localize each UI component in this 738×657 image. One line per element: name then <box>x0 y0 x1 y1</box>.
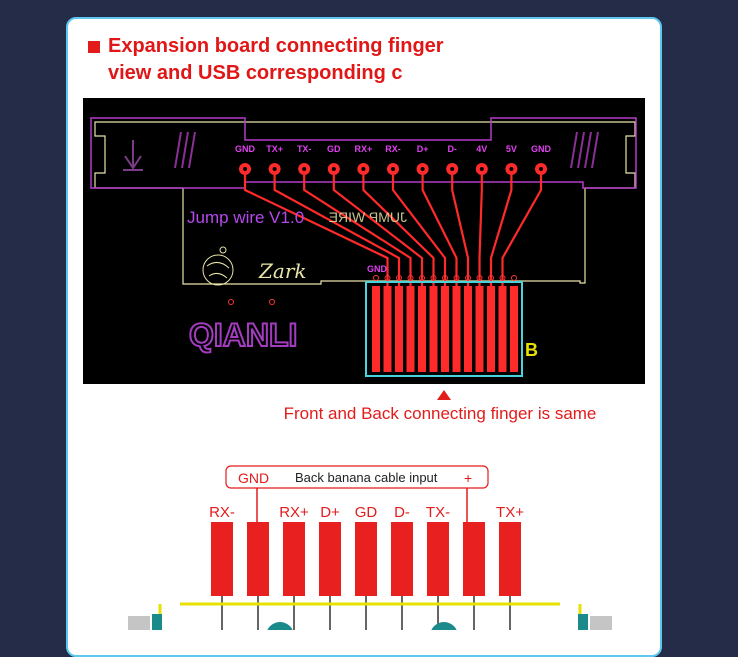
pad-label: 5V <box>506 144 517 154</box>
pad-label: GND <box>235 144 256 154</box>
pcb-view: GND TX+ TX- GD RX+ RX- D+ D- 4V 5V GND Jump wire V… <box>83 98 645 384</box>
connector-finger <box>452 286 461 372</box>
trace <box>501 175 543 286</box>
trace <box>489 175 513 286</box>
version-text: Jump wire V1.0 <box>187 208 304 227</box>
connector-finger <box>406 286 415 372</box>
connector-finger <box>510 286 518 372</box>
pin-label: TX- <box>426 504 450 521</box>
pin-block <box>499 522 521 596</box>
trace <box>273 175 401 286</box>
signature-text: Zark <box>258 259 307 283</box>
pin-label: RX+ <box>279 504 309 521</box>
pad-label: GND <box>531 144 552 154</box>
pin-diagram: GND Back banana cable input + RX- RX+ D+ GD… <box>128 465 612 630</box>
pointer-arrow-icon <box>437 390 451 400</box>
mirror-text: JUMP WIRE <box>329 209 407 225</box>
trace <box>362 175 435 286</box>
pin-label: D+ <box>320 504 340 521</box>
pin-label: TX+ <box>496 504 524 521</box>
connector-finger <box>383 286 392 372</box>
pad-label: RX- <box>385 144 401 154</box>
trace <box>451 175 470 286</box>
connector-finger <box>441 286 449 372</box>
connector-finger <box>487 286 495 372</box>
side-b-label: B <box>525 340 538 360</box>
pin-label: RX- <box>209 504 235 521</box>
pin-block <box>247 522 269 596</box>
globe-logo-icon <box>202 246 234 286</box>
board-outline <box>94 121 636 285</box>
pin-label: GD <box>355 504 378 521</box>
trace <box>332 175 424 286</box>
finger-note: Front and Back connecting finger is same <box>283 404 597 423</box>
heading-line-1: Expansion board connecting finger <box>108 35 444 57</box>
pad-label: TX+ <box>266 144 283 154</box>
down-arrow-icon <box>123 140 143 171</box>
pad-label: TX- <box>297 144 312 154</box>
bracket-plus: + <box>464 470 472 486</box>
pin-block <box>283 522 305 596</box>
connector-finger <box>429 286 438 372</box>
pin-block <box>355 522 377 596</box>
connector-finger <box>418 286 426 372</box>
heading-line-2: view and USB corresponding c <box>108 62 403 84</box>
connector-finger <box>372 286 380 372</box>
connector-finger <box>498 286 507 372</box>
connector-finger <box>464 286 472 372</box>
brand-logo: QIANLI <box>189 317 297 353</box>
pin-block <box>319 522 341 596</box>
connector-finger <box>475 286 484 372</box>
trace <box>243 175 389 286</box>
pin-block <box>211 522 233 596</box>
trace <box>391 175 447 286</box>
finger-gnd-label: GND <box>367 264 388 274</box>
connector-finger <box>395 286 403 372</box>
bracket-gnd: GND <box>238 470 269 486</box>
bullet-square-icon <box>88 41 100 53</box>
trace <box>303 175 412 286</box>
pad-label: D+ <box>417 144 429 154</box>
pad-label: RX+ <box>355 144 373 154</box>
pin-block <box>463 522 485 596</box>
pad-label: GD <box>327 144 341 154</box>
pin-label: D- <box>394 504 410 521</box>
pin-block <box>427 522 449 596</box>
bracket-title: Back banana cable input <box>295 470 438 485</box>
pad-label: 4V <box>476 144 487 154</box>
pad-label: D- <box>447 144 457 154</box>
trace <box>421 175 458 286</box>
trace <box>478 175 483 286</box>
pin-block <box>391 522 413 596</box>
